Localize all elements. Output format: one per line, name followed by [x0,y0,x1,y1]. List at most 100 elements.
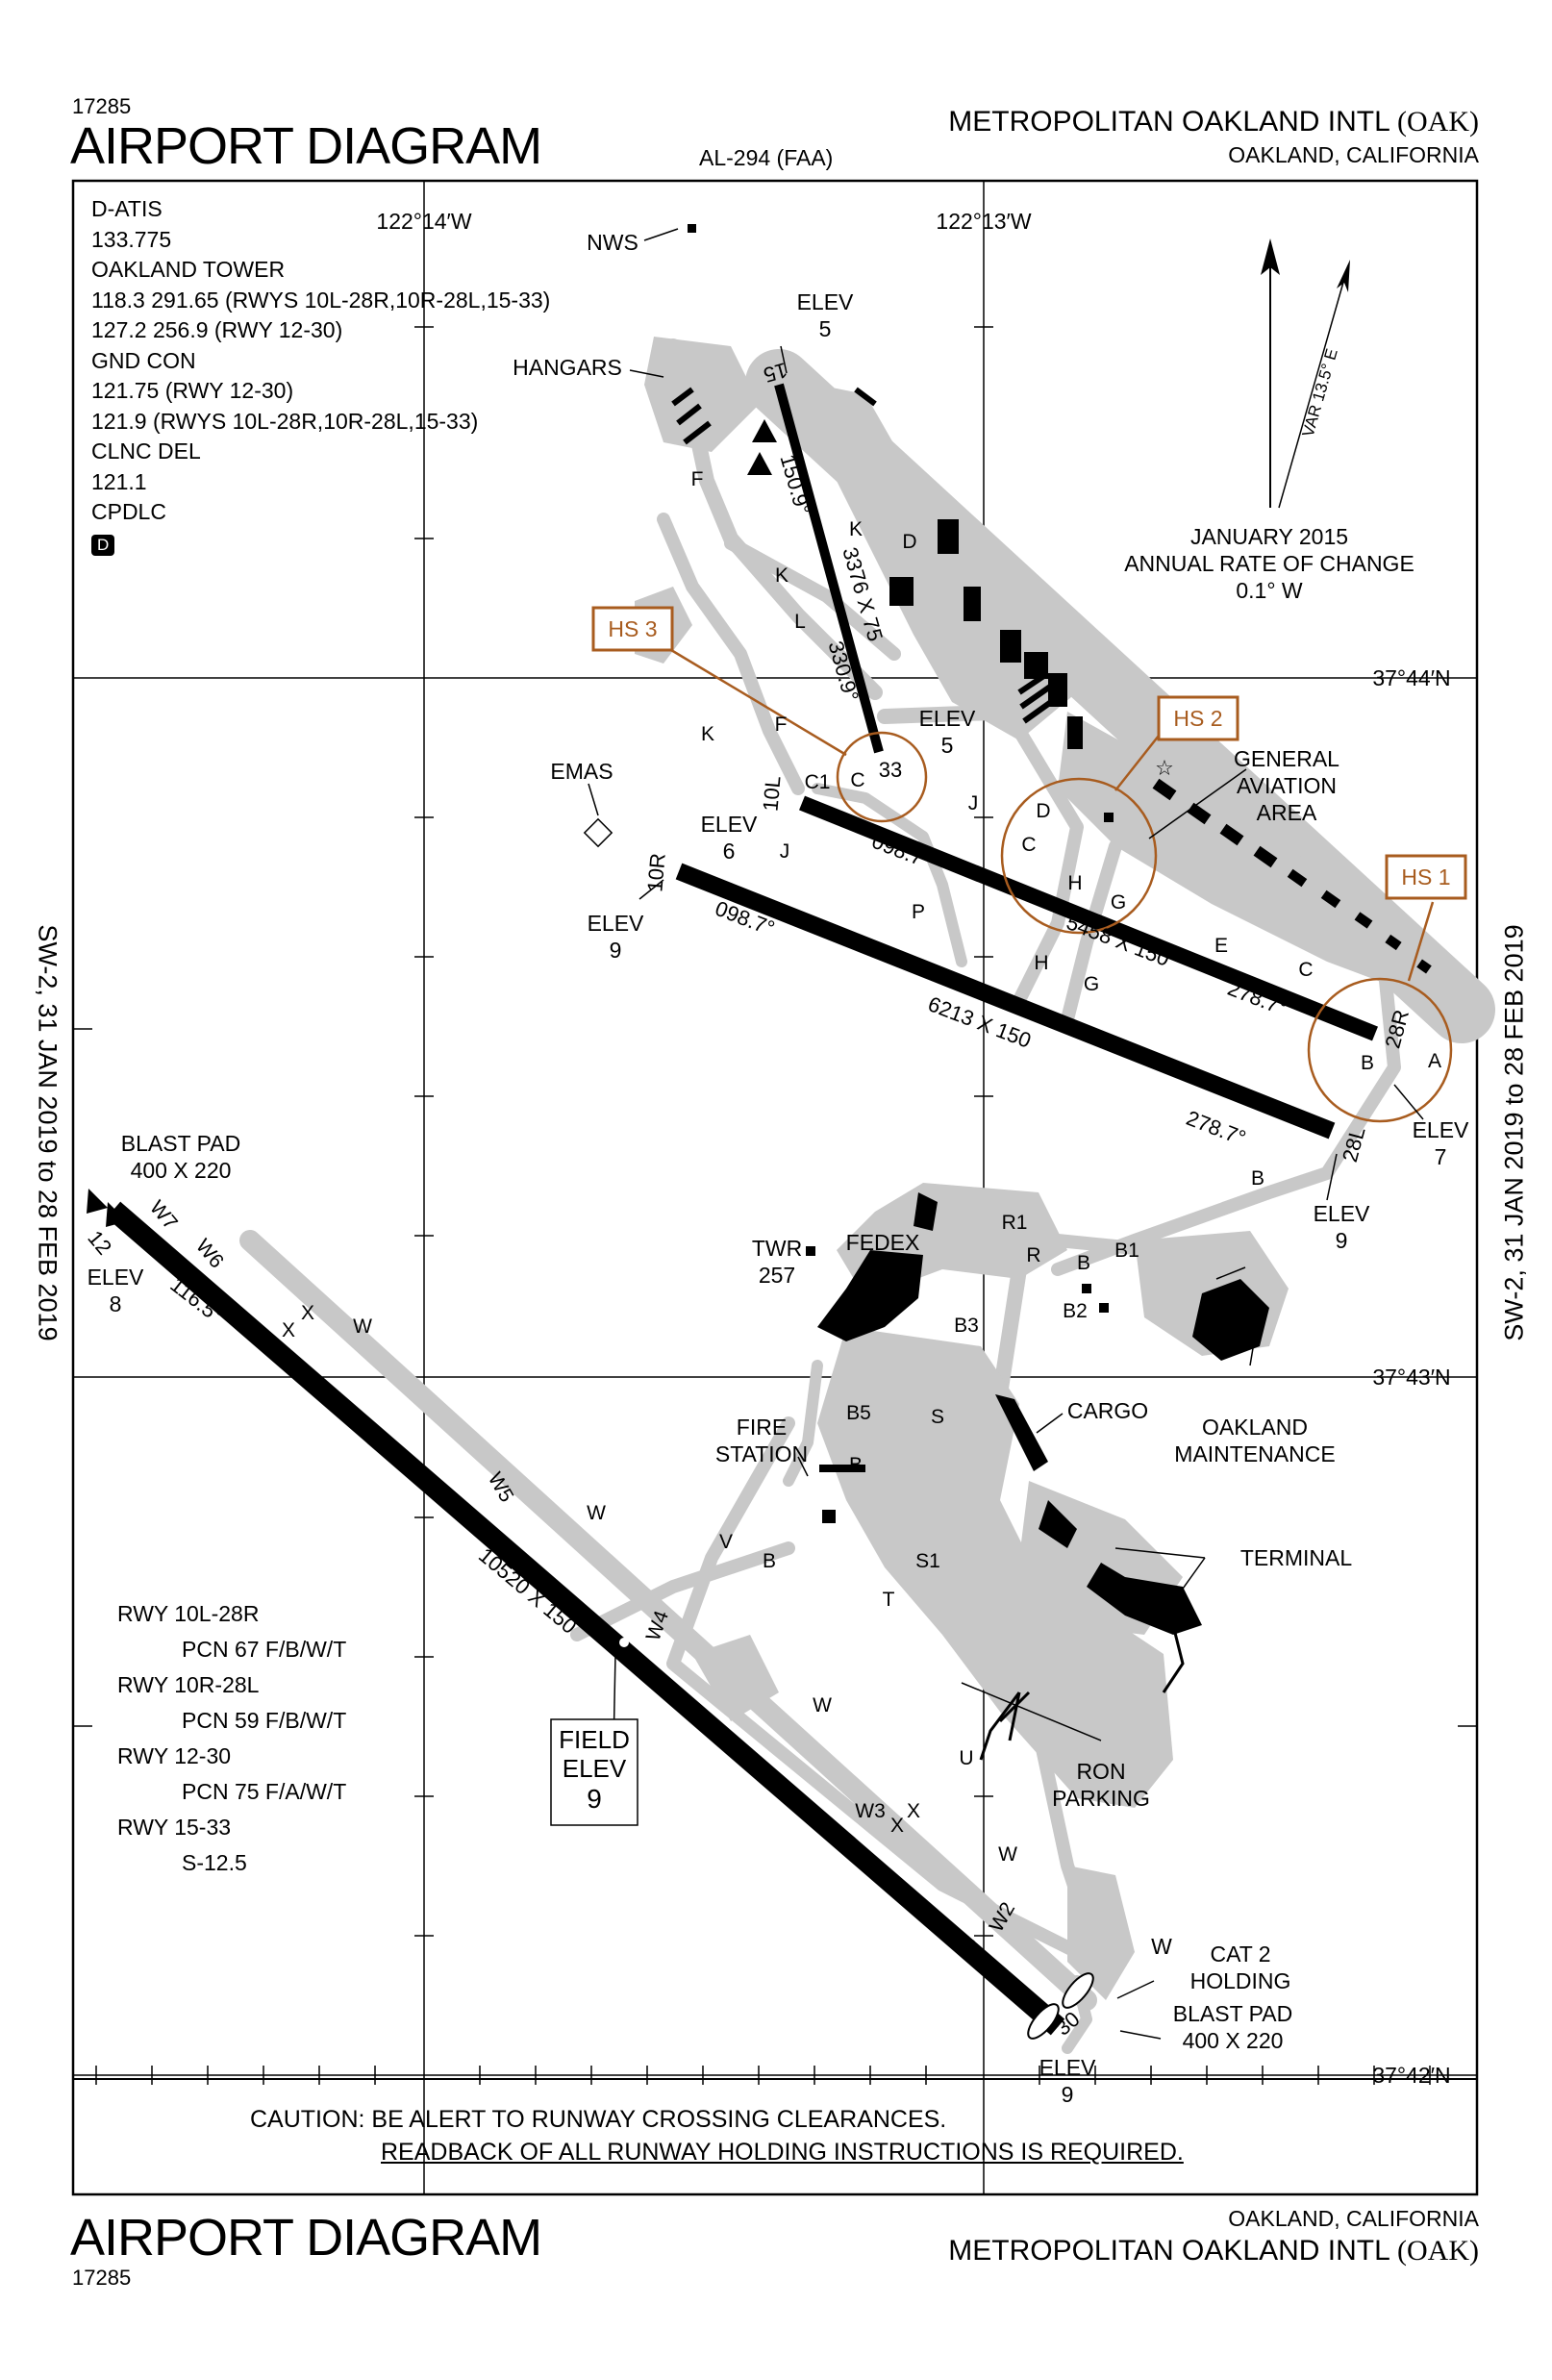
city-top: OAKLAND, CALIFORNIA [1228,142,1479,167]
caution-line-2: READBACK OF ALL RUNWAY HOLDING INSTRUCTI… [381,2139,1184,2166]
chart-number-top: 17285 [72,94,132,118]
cargo-label: CARGO [1067,1398,1148,1423]
chart-number-bottom: 17285 [72,2266,132,2290]
blast-pad-12-dim: 400 X 220 [131,1158,232,1183]
ron-label-1: RON [1076,1759,1125,1784]
emas-leader [588,783,599,816]
taxiway-letters: A B B B B B B1 B2 B3 B5 C C C C1 D D E F… [145,468,1441,1936]
taxiway-c-label: C [1021,834,1036,856]
emas-box [583,817,613,848]
taxiway-v-label: V [719,1531,733,1553]
taxiway-h-label: H [1067,872,1082,894]
runway-10r-28l [675,863,1336,1140]
field-elev-label: ELEV [563,1754,627,1783]
taxiway-b3-label: B3 [954,1315,979,1337]
pcn-rwy: RWY 10L-28R [117,1601,260,1626]
elev-28l-value: 9 [1336,1228,1348,1253]
mag-variation: VAR 13.5° E [1299,347,1341,439]
taxiway-j-label: J [780,840,790,863]
tower-building [806,1246,815,1256]
fire-label-1: FIRE [737,1415,787,1440]
taxiway-b2-label: B2 [1063,1300,1088,1322]
taxiway-k-label: K [775,564,789,587]
taxiway-k-label: K [701,723,714,745]
pcn-rwy: RWY 10R-28L [117,1672,260,1697]
ga-label-1: GENERAL [1234,746,1339,771]
ron-label-2: PARKING [1052,1786,1150,1811]
rwy-12-end: 12 [83,1226,116,1260]
taxiway-w6-label: W6 [191,1235,228,1272]
taxiway-w3-label: W3 [855,1800,886,1822]
airport-name-text: METROPOLITAN OAKLAND INTL [948,2235,1389,2267]
elev-33-value: 5 [941,733,954,758]
freq-line: OAKLAND TOWER [91,257,286,282]
elev-30-label: ELEV [1039,2055,1096,2080]
taxiway-x-label: X [907,1800,920,1822]
pcn-value: S-12.5 [182,1850,247,1875]
freq-line: D-ATIS [91,196,163,221]
taxiway-w-label: W [353,1315,372,1338]
airport-name-text: METROPOLITAN OAKLAND INTL [948,106,1389,138]
datalink-badge: D [91,534,115,556]
taxiway-w-label: W [998,1843,1017,1866]
taxiway-l-label: L [794,611,806,633]
fedex-label: FEDEX [846,1230,920,1255]
rwy-28l-end: 28L [1338,1124,1370,1165]
taxiway-d-label: D [902,531,916,553]
elev-30-value: 9 [1062,2082,1074,2107]
ga-label-2: AVIATION [1237,773,1337,798]
magnetic-north-arrow [1278,260,1350,509]
freq-line: 121.9 (RWYS 10L-28R,10R-28L,15-33) [91,408,479,434]
taxiway-x-label: X [301,1302,314,1324]
mag-note-3: 0.1° W [1236,578,1303,603]
caution-line-1: CAUTION: BE ALERT TO RUNWAY CROSSING CLE… [250,2106,947,2133]
taxiway-b-label: B [849,1454,863,1476]
taxiway-b-label: B [1361,1052,1374,1074]
taxiway-g-label: G [1084,973,1099,995]
tower-height: 257 [759,1263,795,1288]
runway-end-markers [87,419,777,1227]
rwy-10r-end: 10R [642,852,669,892]
taxiway-a-label: A [1428,1050,1441,1072]
taxiway-w-label: W [813,1694,832,1716]
hot-spot-boxes [591,606,1467,900]
w1-label: W [1151,1934,1172,1959]
hot-spots [670,648,1453,1123]
taxiway-p-label: P [912,901,925,923]
freq-line: CPDLC [91,499,166,524]
ga-label-3: AREA [1257,800,1317,825]
freq-line: CLNC DEL [91,438,201,463]
taxiway-j-label: J [968,792,979,814]
hs1-label: HS 1 [1401,864,1450,889]
beacon-star-icon: ☆ [1155,756,1174,780]
taxiway-t-label: T [883,1589,895,1611]
taxiway-c-label: C [1298,959,1313,981]
terminal-label: TERMINAL [1240,1545,1353,1570]
rwy-10l-end: 10L [758,775,785,813]
taxiway-c1-label: C1 [805,771,831,793]
lat1-label: 37°44′N [1372,665,1450,690]
al-number: AL-294 (FAA) [699,145,834,170]
mag-note-1: JANUARY 2015 [1190,524,1348,549]
taxiway-b1-label: B1 [1114,1240,1139,1262]
mag-note-2: ANNUAL RATE OF CHANGE [1124,551,1414,576]
taxiway-k-label: K [849,518,863,540]
airport-name-bottom: METROPOLITAN OAKLAND INTL (OAK) [948,2237,1479,2266]
fire-label-2: STATION [715,1441,808,1466]
pcn-value: PCN 67 F/B/W/T [182,1637,347,1662]
elev-10r-label: ELEV [588,911,644,936]
pcn-rwy: RWY 12-30 [117,1743,232,1768]
buildings [688,224,1432,1635]
hs1-circle [1307,977,1453,1123]
freq-line: 121.1 [91,468,147,494]
cat2-label-1: CAT 2 [1210,1942,1270,1967]
hs3-label: HS 3 [608,616,657,641]
maint-label-2: MAINTENANCE [1174,1441,1335,1466]
north-arrow [1261,238,1280,508]
taxiway-r1-label: R1 [1002,1212,1028,1234]
pcn-value: PCN 75 F/A/W/T [182,1779,347,1804]
blast-pad-30-dim: 400 X 220 [1183,2028,1284,2053]
apron-areas [635,337,1423,2000]
elev-10l-label: ELEV [701,812,758,837]
taxiway-r-label: R [1026,1244,1040,1266]
